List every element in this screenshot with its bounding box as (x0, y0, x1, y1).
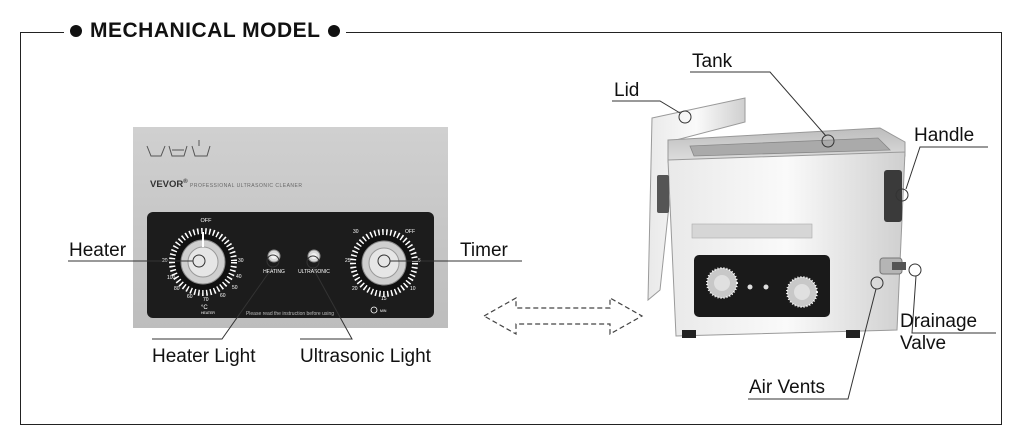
clock-icon (370, 306, 378, 314)
lid-callout: Lid (614, 80, 640, 101)
heating-indicator: HEATING (263, 249, 285, 275)
body-ultrasonic-led (763, 284, 769, 290)
drain-valve-lever (892, 262, 906, 270)
heater-off-label: OFF (201, 218, 213, 224)
wash-icon (146, 145, 166, 157)
foot-right (846, 330, 860, 338)
air-vents-callout: Air Vents (749, 377, 826, 398)
lid-target-circle (678, 110, 692, 124)
heater-scale-60b: 60 (220, 293, 226, 299)
body-label-strip (691, 223, 813, 239)
heater-caption: HEATER (201, 311, 215, 315)
heater-light-callout: Heater Light (152, 346, 256, 367)
heater-scale-100: 100 (167, 275, 176, 281)
timer-target-circle (377, 254, 391, 268)
tank-leader (690, 71, 827, 137)
timer-scale-25: 25 (345, 258, 351, 264)
body-heating-led (747, 284, 753, 290)
timer-scale-10: 10 (410, 286, 416, 292)
drainage-valve-callout-line2: Valve (900, 333, 947, 354)
heater-scale-70: 70 (203, 297, 209, 303)
heater-light-leader (152, 267, 273, 340)
bullet-dot-left (70, 25, 82, 37)
diagram-title: MECHANICAL MODEL (90, 19, 321, 42)
tank-opening (689, 137, 891, 157)
timer-off-label: OFF (405, 229, 415, 235)
heater-scale-40: 40 (236, 274, 242, 280)
title-banner: MECHANICAL MODEL (64, 14, 347, 48)
basin-icon (168, 145, 188, 157)
heater-scale-60a: 60 (187, 294, 193, 300)
timer-dial: 30 25 20 15 10 5 OFF MIN (345, 229, 421, 314)
foot-left (682, 330, 696, 338)
right-callout-lines (612, 71, 996, 400)
heater-unit: °C (201, 305, 208, 311)
ultrasonic-wave-icon (191, 140, 211, 157)
body-heater-knob-cap (714, 275, 730, 291)
body-timer-knob-cap (794, 284, 810, 300)
drainage-valve-leader (911, 275, 996, 334)
lid-leader (612, 100, 681, 114)
brand-logo: VEVOR® (150, 178, 188, 190)
handle-callout: Handle (914, 125, 975, 146)
left-callout-lines (68, 254, 522, 340)
heater-dial: OFF 100 80 60 70 60 50 30 40 20 °C HEATE… (162, 218, 244, 315)
drainage-valve-callout-line1: Drainage (900, 311, 978, 332)
panel-note: Please read the instruction before using (246, 311, 334, 317)
drainage-valve-target-circle (908, 263, 922, 277)
heater-scale-30: 30 (238, 258, 244, 264)
heater-callout: Heater (69, 240, 127, 261)
timer-scale-15: 15 (381, 296, 387, 302)
control-panel: VEVOR® PROFESSIONAL ULTRASONIC CLEANER O… (133, 127, 448, 328)
frame-border (20, 32, 1002, 425)
timer-caption: MIN (380, 309, 387, 313)
heater-scale-80: 80 (174, 286, 180, 292)
heating-label: HEATING (263, 269, 285, 275)
ultrasonic-light-leader (300, 267, 353, 340)
timer-scale-20: 20 (352, 286, 358, 292)
double-arrow-icon (482, 296, 644, 336)
cleaner-product (647, 97, 906, 338)
air-vents-leader (748, 288, 877, 400)
ultrasonic-light-target-circle (306, 255, 320, 269)
timer-callout: Timer (460, 240, 508, 261)
panel-tagline: PROFESSIONAL ULTRASONIC CLEANER (190, 183, 302, 189)
bullet-dot-right (328, 25, 341, 37)
air-vents-target-circle (870, 276, 884, 290)
handle-leader (905, 146, 988, 190)
timer-scale-30: 30 (353, 229, 359, 235)
ultrasonic-label: ULTRASONIC (298, 269, 330, 275)
tank-callout: Tank (692, 51, 733, 72)
left-handle (657, 175, 669, 213)
handle-target-circle (895, 188, 909, 202)
ultrasonic-light-callout: Ultrasonic Light (300, 346, 431, 367)
heater-scale-50: 50 (232, 285, 238, 291)
tank-target-circle (821, 134, 835, 148)
side-handle (884, 170, 902, 222)
heater-light-target-circle (266, 254, 280, 268)
heater-target-circle (192, 254, 206, 268)
care-icons (146, 140, 211, 157)
